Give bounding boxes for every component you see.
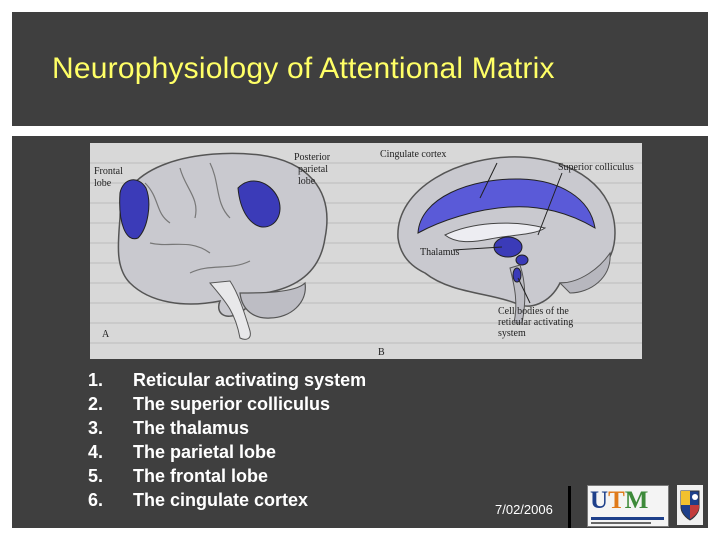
numbered-list: 1. Reticular activating system 2. The supe… — [88, 368, 366, 512]
list-item: 4. The parietal lobe — [88, 440, 366, 464]
label-frontal-1: Frontal — [94, 166, 123, 177]
panel-a-letter: A — [102, 329, 110, 340]
label-superior: Superior colliculus — [558, 162, 634, 173]
list-number: 6. — [88, 490, 104, 510]
panel-b-letter: B — [378, 347, 385, 358]
crest-icon — [680, 490, 700, 521]
label-posterior-3: lobe — [298, 176, 316, 187]
label-posterior-1: Posterior — [294, 152, 331, 163]
utm-tagline-bar — [591, 517, 664, 520]
list-item: 5. The frontal lobe — [88, 464, 366, 488]
lateral-brain — [117, 152, 328, 340]
slide-title: Neurophysiology of Attentional Matrix — [52, 52, 555, 85]
label-cell-3: system — [498, 328, 526, 339]
label-posterior-2: parietal — [298, 164, 328, 175]
label-thalamus: Thalamus — [420, 247, 460, 258]
crest-logo — [677, 485, 703, 525]
divider — [568, 486, 571, 528]
list-item: 6. The cingulate cortex — [88, 488, 366, 512]
list-item: 2. The superior colliculus — [88, 392, 366, 416]
label-cell-2: reticular activating — [498, 317, 573, 328]
brain-illustration: Frontal lobe Posterior parietal lobe A C… — [90, 149, 642, 358]
list-text: The frontal lobe — [133, 466, 268, 486]
list-text: The superior colliculus — [133, 394, 331, 414]
list-text: The parietal lobe — [133, 442, 277, 462]
list-number: 4. — [88, 442, 104, 462]
list-item: 1. Reticular activating system — [88, 368, 366, 392]
utm-logo: UTM — [587, 485, 669, 527]
list-item: 3. The thalamus — [88, 416, 366, 440]
utm-u: U — [590, 487, 609, 514]
title-bar — [12, 12, 708, 126]
label-frontal-2: lobe — [94, 178, 112, 189]
list-number: 1. — [88, 370, 104, 390]
brain-figure: Frontal lobe Posterior parietal lobe A C… — [90, 143, 642, 359]
list-text: The cingulate cortex — [133, 490, 309, 510]
utm-m: M — [624, 487, 649, 514]
label-cingulate: Cingulate cortex — [380, 149, 446, 160]
utm-wordmark: UTM — [590, 487, 648, 514]
list-number: 5. — [88, 466, 104, 486]
list-number: 3. — [88, 418, 104, 438]
list-number: 2. — [88, 394, 104, 414]
slide-date: 7/02/2006 — [495, 502, 553, 517]
medial-brain — [397, 156, 616, 324]
list-text: The thalamus — [133, 418, 250, 438]
label-cell-1: Cell bodies of the — [498, 306, 569, 317]
list-text: Reticular activating system — [133, 370, 367, 390]
utm-t: T — [608, 487, 625, 514]
utm-tagline-bar-2 — [591, 522, 651, 524]
